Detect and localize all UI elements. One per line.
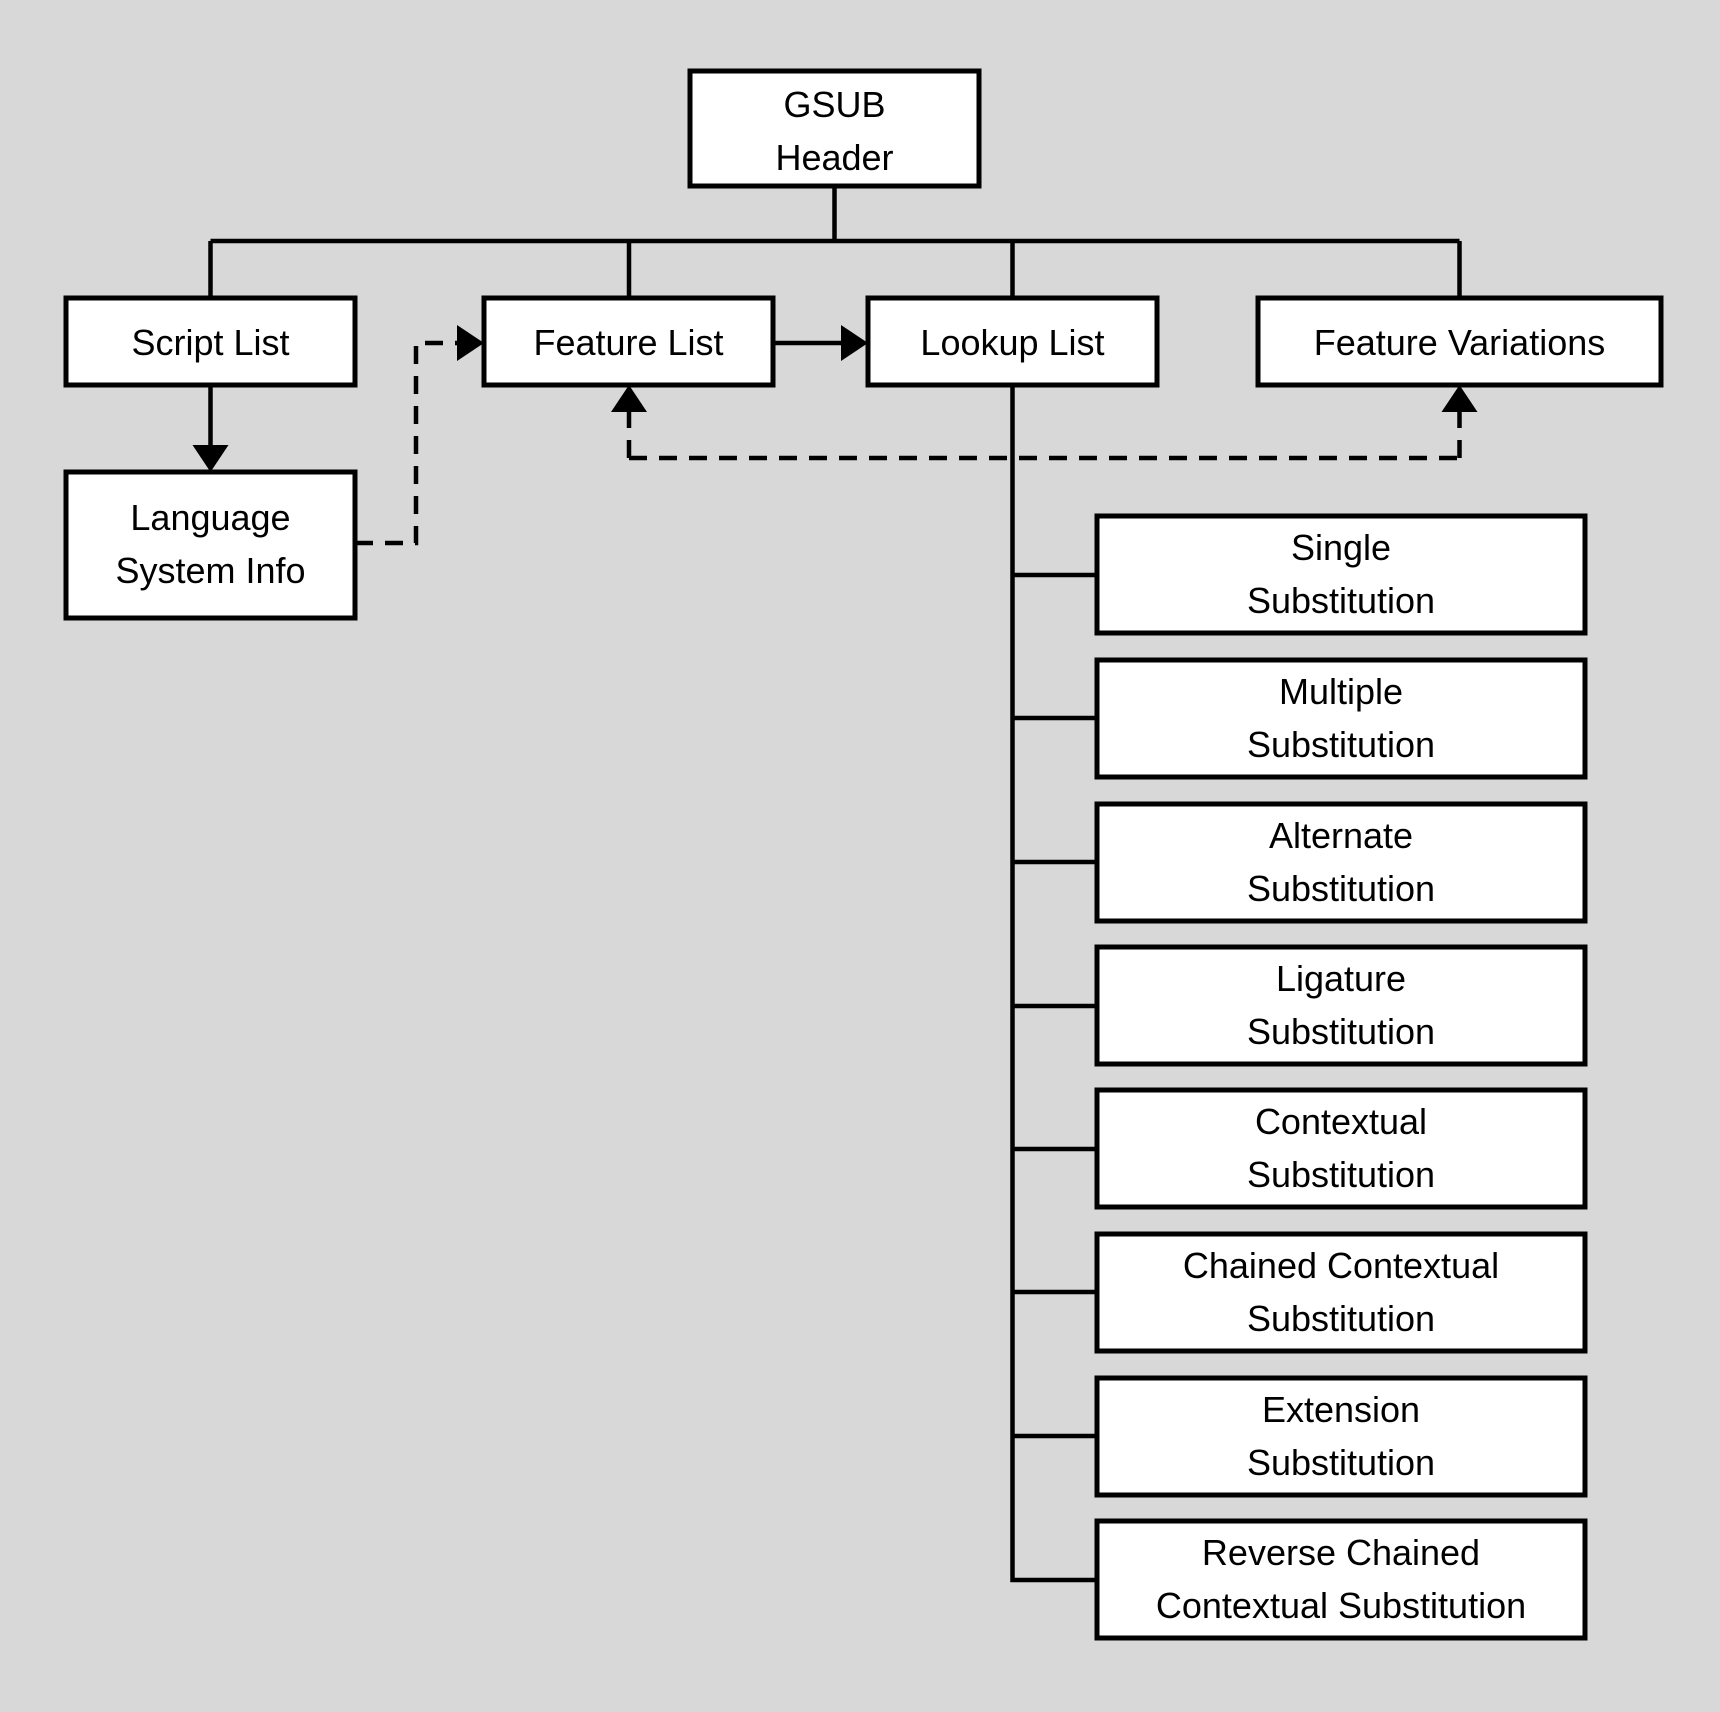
lookup-list-label: Lookup List <box>920 322 1104 363</box>
ligature-substitution-box <box>1094 944 1588 1067</box>
language-system-info-box <box>63 469 358 621</box>
lookup-list-box <box>865 295 1160 388</box>
gsub-header-label-line2: Header <box>775 137 893 178</box>
feature-variations-label: Feature Variations <box>1314 322 1605 363</box>
lookup-trunk-line <box>1010 385 1097 1583</box>
rail-to-featurevariations-arrowhead <box>1441 385 1478 412</box>
node-script-list: Script List <box>63 295 358 388</box>
contextual-substitution-line2: Substitution <box>1247 1154 1435 1195</box>
alternate-substitution-line1: Alternate <box>1269 815 1413 856</box>
extension-substitution-line2: Substitution <box>1247 1442 1435 1483</box>
reverse-chained-contextual-substitution-box <box>1094 1518 1588 1641</box>
gsub-header-label-line1: GSUB <box>783 84 885 125</box>
node-gsub-header: GSUB Header <box>687 68 982 189</box>
node-alternate-substitution: Alternate Substitution <box>1094 801 1588 924</box>
multiple-substitution-box <box>1094 657 1588 780</box>
extension-substitution-line1: Extension <box>1262 1389 1420 1430</box>
node-language-system-info: Language System Info <box>63 469 358 621</box>
lookup-branch-lines <box>1012 572 1097 1439</box>
feature-list-box <box>481 295 776 388</box>
node-multiple-substitution: Multiple Substitution <box>1094 657 1588 780</box>
node-feature-list: Feature List <box>481 295 776 388</box>
multiple-substitution-line2: Substitution <box>1247 724 1435 765</box>
feature-variations-box <box>1255 295 1664 388</box>
node-reverse-chained-contextual-substitution: Reverse Chained Contextual Substitution <box>1094 1518 1588 1641</box>
dashed-connectors <box>355 325 1478 546</box>
script-to-langsys-arrowhead <box>192 445 229 472</box>
lookup-reference-dashed-rail <box>626 410 1462 461</box>
node-single-substitution: Single Substitution <box>1094 513 1588 636</box>
single-substitution-line1: Single <box>1291 527 1391 568</box>
gsub-header-box <box>687 68 982 189</box>
chained-contextual-substitution-box <box>1094 1231 1588 1354</box>
langsys-to-feature-dashed <box>355 340 460 546</box>
contextual-substitution-line1: Contextual <box>1255 1101 1427 1142</box>
ligature-substitution-line2: Substitution <box>1247 1011 1435 1052</box>
rail-to-feature-arrowhead <box>611 385 647 412</box>
node-feature-variations: Feature Variations <box>1255 295 1664 388</box>
bus-line <box>208 238 1462 298</box>
node-extension-substitution: Extension Substitution <box>1094 1375 1588 1498</box>
alternate-substitution-line2: Substitution <box>1247 868 1435 909</box>
language-system-info-label-line1: Language <box>130 497 290 538</box>
solid-connectors <box>192 186 1462 1583</box>
node-ligature-substitution: Ligature Substitution <box>1094 944 1588 1067</box>
node-contextual-substitution: Contextual Substitution <box>1094 1087 1588 1210</box>
multiple-substitution-line1: Multiple <box>1279 671 1403 712</box>
script-list-label: Script List <box>131 322 289 363</box>
reverse-chained-contextual-substitution-line1: Reverse Chained <box>1202 1532 1480 1573</box>
node-lookup-list: Lookup List <box>865 295 1160 388</box>
extension-substitution-box <box>1094 1375 1588 1498</box>
single-substitution-box <box>1094 513 1588 636</box>
chained-contextual-substitution-line2: Substitution <box>1247 1298 1435 1339</box>
langsys-to-feature-arrowhead <box>457 325 484 361</box>
alternate-substitution-box <box>1094 801 1588 924</box>
node-chained-contextual-substitution: Chained Contextual Substitution <box>1094 1231 1588 1354</box>
script-list-box <box>63 295 358 388</box>
single-substitution-line2: Substitution <box>1247 580 1435 621</box>
language-system-info-label-line2: System Info <box>115 550 305 591</box>
feature-to-lookup-arrowhead <box>841 325 868 361</box>
ligature-substitution-line1: Ligature <box>1276 958 1406 999</box>
reverse-chained-contextual-substitution-line2: Contextual Substitution <box>1156 1585 1526 1626</box>
contextual-substitution-box <box>1094 1087 1588 1210</box>
feature-list-label: Feature List <box>533 322 723 363</box>
chained-contextual-substitution-line1: Chained Contextual <box>1183 1245 1499 1286</box>
